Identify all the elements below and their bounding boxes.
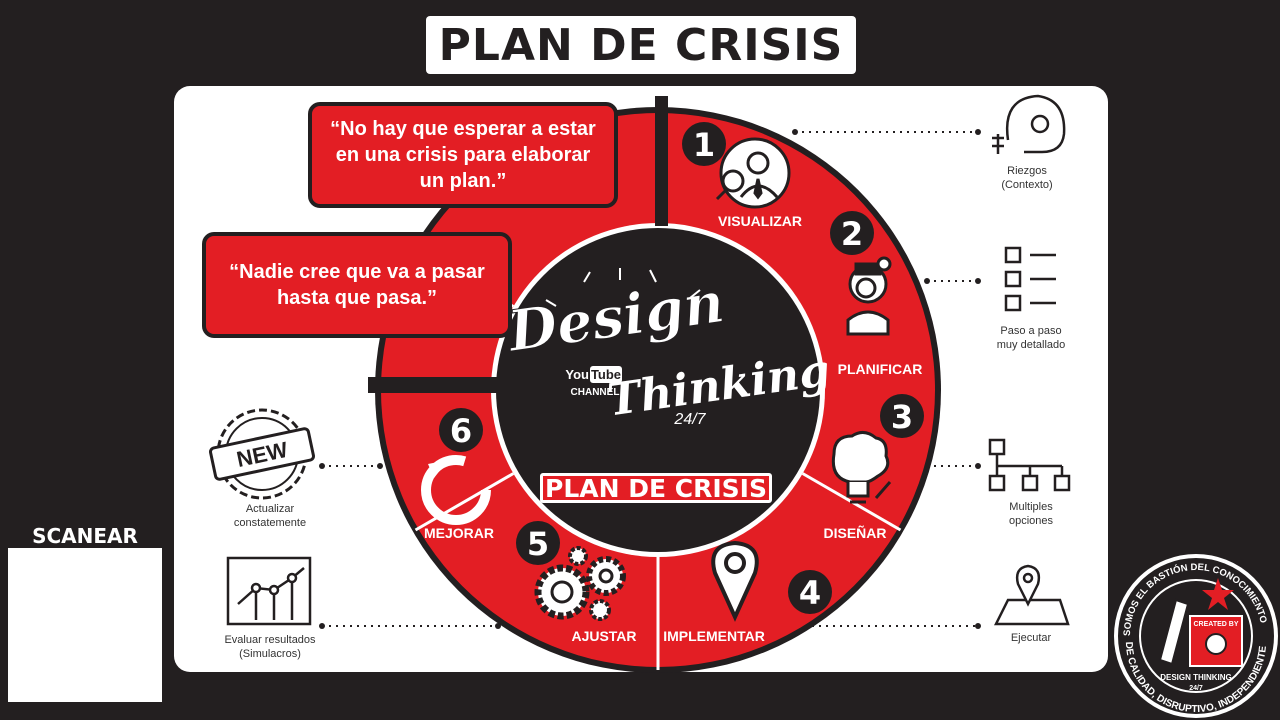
label-riesgos: Riezgos (Contexto)	[1001, 165, 1053, 191]
youtube-box	[590, 366, 622, 383]
step-label: DISEÑAR	[823, 524, 886, 541]
org-chart-icon	[988, 438, 1071, 492]
label-ejecutar: Ejecutar	[1010, 632, 1052, 644]
magnifier-person-icon	[715, 137, 791, 209]
refresh-arrow-icon	[421, 455, 491, 525]
step-label: AJUSTAR	[571, 628, 636, 644]
connector-lines	[322, 131, 978, 627]
quote-box-2: “Nadie cree que va a pasar hasta que pas…	[202, 232, 512, 338]
qr-background	[8, 548, 162, 702]
step-number-circle	[788, 570, 832, 614]
wheel-ring	[368, 96, 941, 673]
step-label: MEJORAR	[424, 525, 494, 541]
checklist-icon	[1004, 246, 1056, 312]
label-evaluar: Evaluar resultados (Simulacros)	[224, 634, 316, 660]
step-label: VISUALIZAR	[718, 213, 802, 229]
quote-box-1: “No hay que esperar a estar en una crisi…	[308, 102, 618, 208]
map-pin-icon	[993, 564, 1070, 626]
step-number-circle	[682, 122, 726, 166]
step-number: 2	[841, 215, 863, 253]
quote-text-2: “Nadie cree que va a pasar hasta que pas…	[229, 261, 485, 309]
step-number: 5	[527, 525, 549, 563]
thinking-person-icon	[846, 256, 892, 336]
label-actualizar: Actualizar constatemente	[233, 503, 307, 529]
brand-seal: SOMOS EL BASTIÓN DEL CONOCIMIENTO DE CAL…	[1114, 554, 1278, 718]
step-number-circle	[516, 521, 560, 565]
segment-divider	[414, 472, 515, 532]
center-badge-text: PLAN DE CRISIS	[545, 473, 767, 503]
location-pin-icon	[711, 540, 759, 622]
step-number: 4	[799, 574, 821, 612]
label-paso-a-paso: Paso a paso muy detallado	[996, 325, 1066, 351]
seal-created-text: CREATED BY	[1194, 621, 1239, 628]
youtube-you-text: You	[565, 367, 589, 382]
step-label: IMPLEMENTAR	[663, 628, 765, 644]
brain-bulb-icon	[831, 431, 892, 504]
gears-icon	[534, 546, 626, 621]
new-badge-icon	[209, 408, 315, 500]
seal-number-text: 24/7	[1189, 685, 1203, 692]
step-number: 3	[891, 398, 913, 436]
step-number: 6	[450, 412, 472, 450]
step-number-circle	[830, 211, 874, 255]
youtube-tube-text: Tube	[591, 367, 621, 382]
step-label: PLANIFICAR	[838, 361, 923, 377]
step-number: 1	[693, 126, 715, 164]
scan-label: SCANEAR	[32, 524, 138, 548]
label-multiples: Multiples opciones	[1008, 501, 1054, 527]
seal-name-text: DESIGN THINKING	[1160, 673, 1232, 682]
logo-number-text: 24/7	[673, 411, 706, 428]
step-number-circle	[880, 394, 924, 438]
title-box: PLAN DE CRISIS	[426, 16, 856, 74]
page-title: PLAN DE CRISIS	[438, 19, 844, 71]
football-helmet-icon	[992, 94, 1066, 154]
center-plan-badge: PLAN DE CRISIS	[540, 473, 772, 503]
step-number-circle	[439, 408, 483, 452]
line-graph-icon	[226, 556, 312, 626]
quote-text-1: “No hay que esperar a estar en una crisi…	[330, 118, 596, 192]
youtube-channel-text: CHANNEL	[571, 387, 620, 398]
